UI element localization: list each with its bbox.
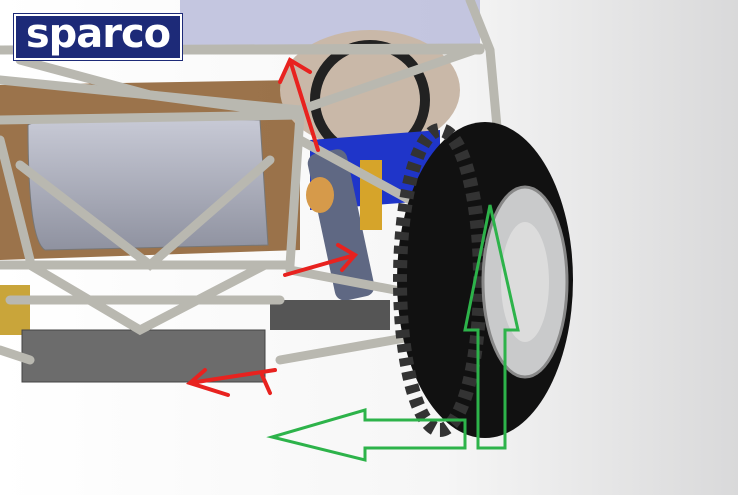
green-arrows (266, 204, 520, 462)
green-arrow-left (266, 408, 467, 462)
red-arrow-up (278, 57, 320, 152)
shock-mount (306, 177, 334, 213)
red-arrows (185, 57, 359, 397)
tread-pattern (393, 123, 487, 437)
lower-arm-mount (270, 300, 390, 330)
green-arrow-up (463, 204, 520, 450)
red-arrow-lower (185, 368, 277, 397)
red-arrow-right (283, 243, 359, 277)
yellow-part (0, 285, 30, 335)
engine-cover (27, 117, 269, 251)
logo-text: sparco (25, 11, 171, 57)
skid-plate (21, 329, 266, 383)
sparco-logo: sparco (13, 11, 183, 61)
